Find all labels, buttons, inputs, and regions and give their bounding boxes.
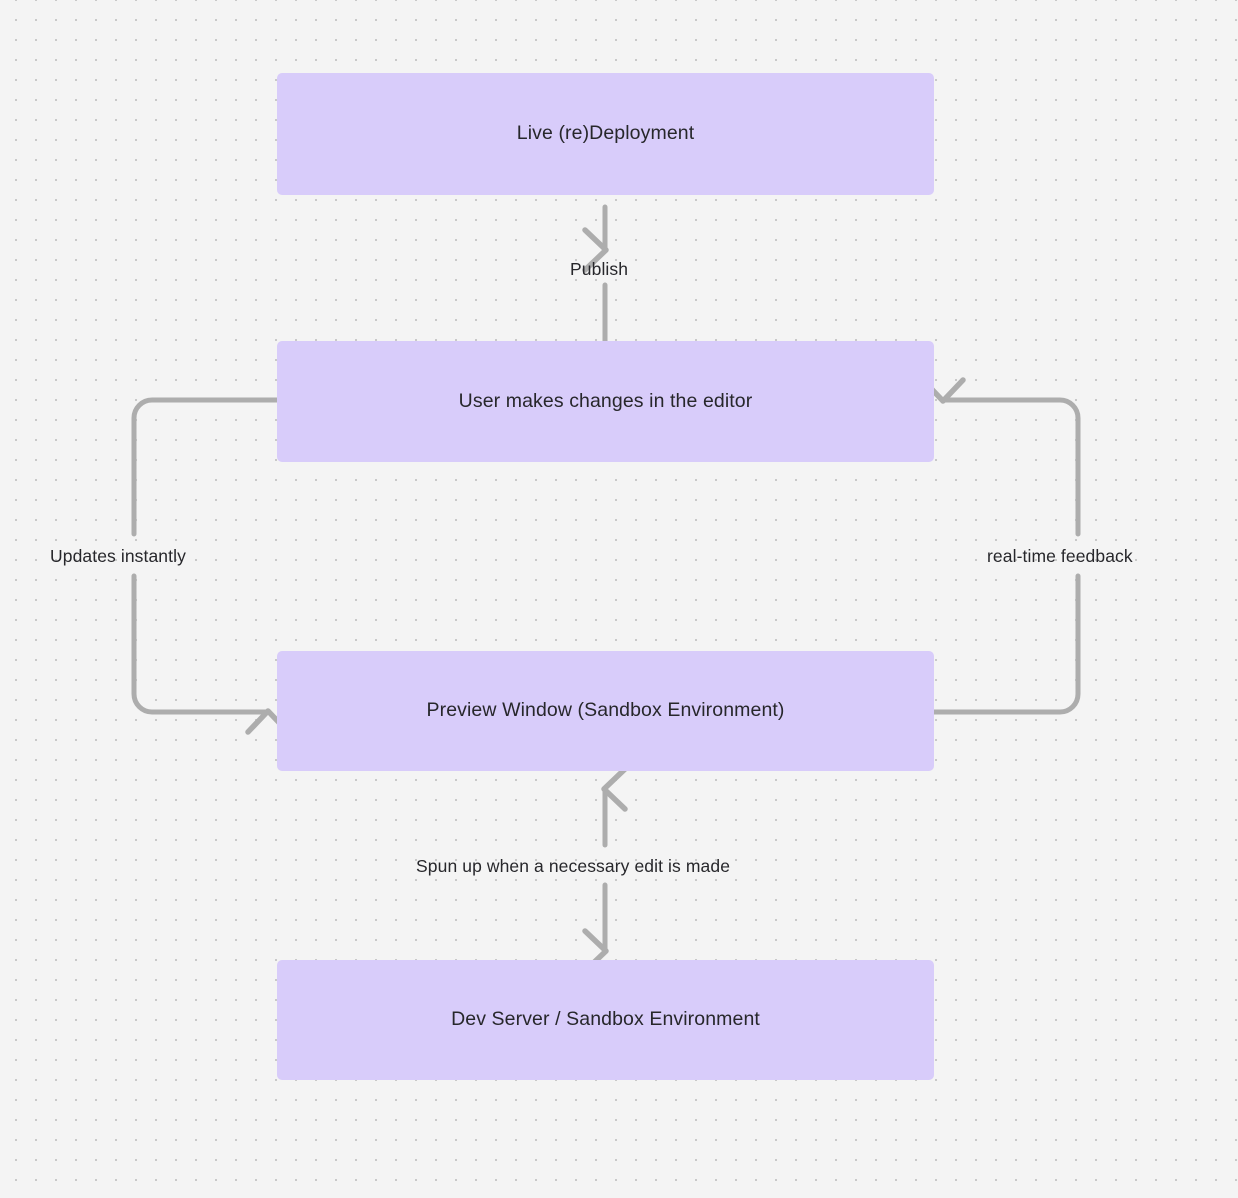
node-label: Dev Server / Sandbox Environment [451,1008,760,1031]
edge-label-publish: Publish [570,259,629,279]
node-dev-server[interactable]: Dev Server / Sandbox Environment [277,960,934,1080]
node-label: User makes changes in the editor [458,389,753,412]
edge-label-spun-up: Spun up when a necessary edit is made [416,856,731,876]
node-label: Live (re)Deployment [516,122,695,145]
node-preview-window[interactable]: Preview Window (Sandbox Environment) [277,651,934,771]
node-live-redeployment[interactable]: Live (re)Deployment [277,73,934,195]
node-label: Preview Window (Sandbox Environment) [426,699,785,722]
edge-label-real-time-feedback: real-time feedback [987,546,1133,566]
edge-label-updates-instantly: Updates instantly [50,546,186,566]
node-user-makes-changes[interactable]: User makes changes in the editor [277,341,934,462]
